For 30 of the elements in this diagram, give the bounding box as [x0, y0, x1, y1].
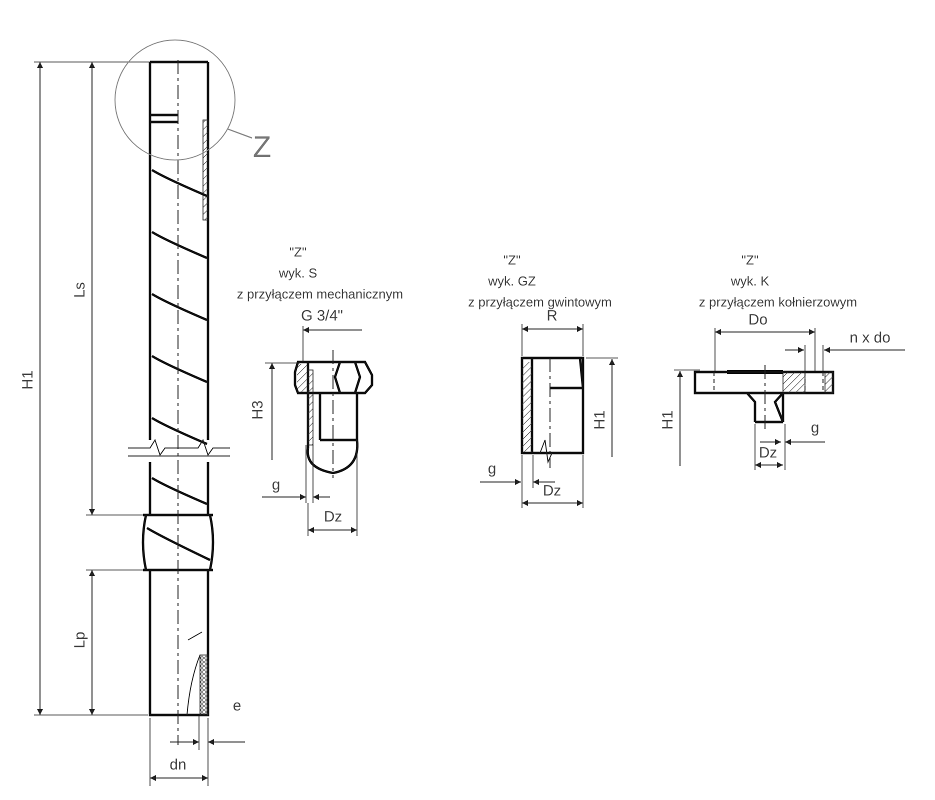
dimension-label: Lp: [72, 632, 88, 648]
dimension-label: Ls: [72, 282, 88, 298]
dimension-label: n x do: [850, 330, 890, 346]
dimension-label: dn: [170, 758, 186, 772]
detail-caption: wyk. S: [278, 266, 318, 280]
detail-caption: wyk. GZ: [488, 274, 536, 288]
dimension-label: H1: [20, 370, 36, 390]
dimension-label: H1: [660, 410, 676, 430]
dimension-label: g: [272, 478, 280, 492]
dimension-label: Dz: [324, 510, 342, 524]
detail-caption: wyk. K: [730, 274, 770, 288]
dimension-label: Dz: [542, 484, 562, 498]
detail-caption: z przyłączem mechanicznym: [236, 288, 404, 300]
detail-caption: "Z": [503, 254, 521, 266]
detail-caption: "Z": [289, 246, 307, 258]
detail-caption: "Z": [741, 254, 759, 266]
dimension-label: H1: [592, 410, 608, 430]
leader-line: [227, 128, 252, 139]
detail-circle: [114, 40, 236, 160]
detail-caption: z przyłączem kołnierzowym: [698, 296, 858, 308]
dimension-label: Do: [748, 312, 768, 328]
dimension-label: g: [488, 462, 496, 476]
detail-caption: z przyłączem gwintowym: [468, 296, 612, 308]
dimension-label: e: [232, 698, 242, 714]
dimension-label: R: [546, 308, 558, 324]
dimension-label: G 3/4": [301, 308, 343, 324]
detail-callout-letter: Z: [252, 133, 272, 163]
dimension-label: Dz: [758, 446, 778, 460]
dimension-label: H3: [250, 400, 266, 420]
dimension-label: g: [810, 420, 820, 436]
